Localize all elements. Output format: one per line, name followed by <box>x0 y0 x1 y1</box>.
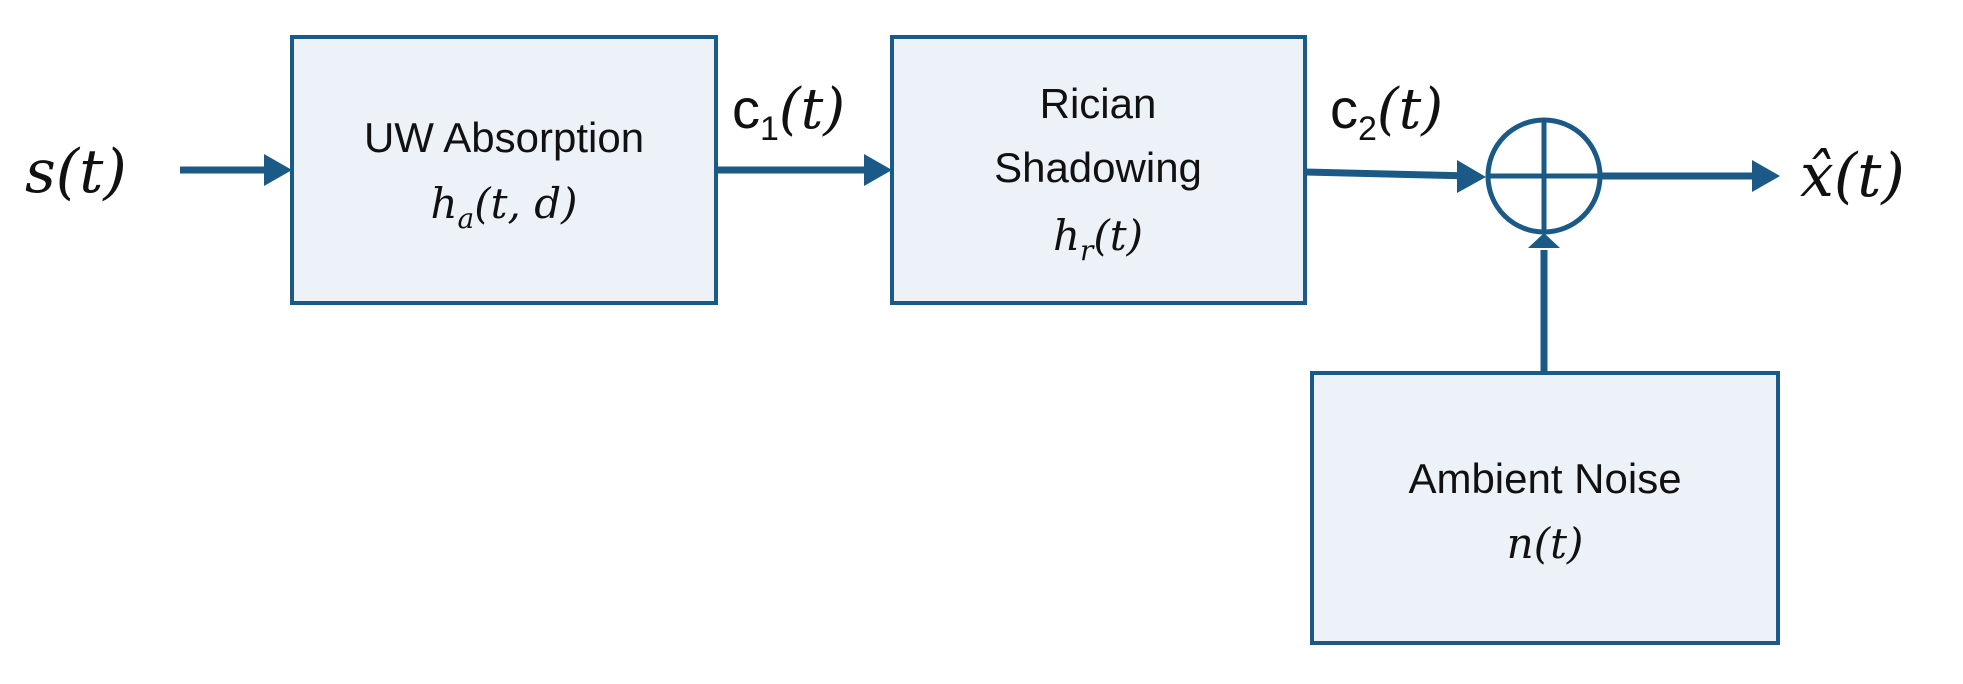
rician-block <box>890 35 1307 305</box>
noise-block-title: Ambient Noise <box>1408 455 1681 502</box>
noise-block-function: n(t) <box>1507 519 1584 568</box>
noise-function-symbol: n <box>1507 519 1534 568</box>
input-signal-label: s(t) <box>25 137 127 207</box>
input-signal-arg: (t) <box>56 137 127 207</box>
rician-block-title-line1: Rician <box>1040 80 1157 127</box>
output-signal-label: x̂(t) <box>1800 141 1905 211</box>
absorption-block-title: UW Absorption <box>364 114 644 161</box>
c2-signal-label: c2(t) <box>1330 77 1443 148</box>
output-signal-arg: (t) <box>1834 141 1905 211</box>
input-signal-symbol: s <box>25 137 56 207</box>
absorption-function-symbol: h <box>430 179 457 228</box>
arrowhead-c1 <box>864 154 892 186</box>
absorption-block <box>290 35 718 305</box>
arrow-rician-to-sum <box>1304 168 1473 180</box>
c1-signal-label: c1(t) <box>732 77 845 148</box>
arrowhead-output <box>1752 160 1780 192</box>
arrowhead-input <box>264 154 292 186</box>
rician-block-function: hr(t) <box>1053 211 1143 267</box>
output-signal-symbol: x̂ <box>1800 141 1834 211</box>
c1-signal-subscript: 1 <box>760 110 779 148</box>
rician-function-subscript: r <box>1080 234 1095 267</box>
arrowhead-noise <box>1528 233 1560 248</box>
c2-signal-symbol: c <box>1330 77 1358 140</box>
arrowhead-c2 <box>1457 160 1486 193</box>
rician-function-arg: (t) <box>1093 211 1143 260</box>
absorption-function-arg: (t, d) <box>474 179 577 228</box>
c1-signal-arg: (t) <box>779 77 845 142</box>
c2-signal-subscript: 2 <box>1358 110 1377 148</box>
rician-function-symbol: h <box>1053 211 1080 260</box>
absorption-block-function: ha(t, d) <box>430 179 577 235</box>
c2-signal-arg: (t) <box>1377 77 1443 142</box>
rician-block-title-line2: Shadowing <box>994 144 1202 191</box>
noise-block <box>1310 371 1780 645</box>
absorption-function-subscript: a <box>458 202 475 235</box>
noise-function-arg: (t) <box>1534 519 1584 568</box>
c1-signal-symbol: c <box>732 77 760 140</box>
